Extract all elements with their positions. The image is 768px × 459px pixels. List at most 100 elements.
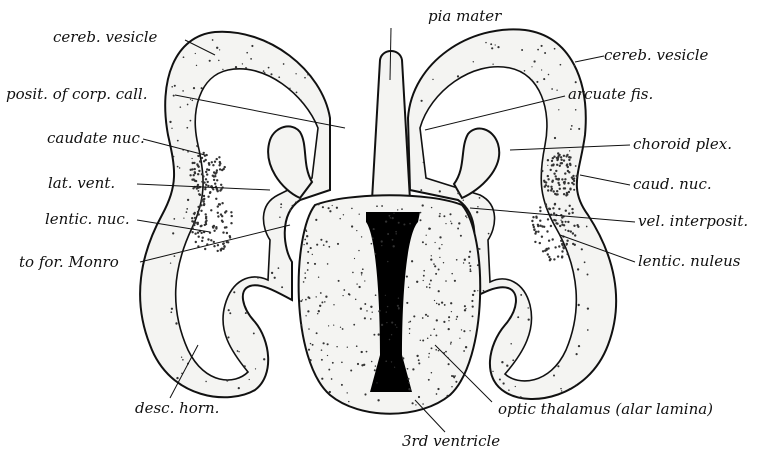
stipple-dot bbox=[336, 207, 338, 209]
nucleus-dot bbox=[230, 211, 232, 213]
nucleus-dot bbox=[212, 164, 214, 166]
nucleus-dot bbox=[547, 247, 549, 249]
stipple-dot bbox=[303, 281, 305, 283]
nucleus-dot bbox=[221, 169, 223, 171]
stipple-dot bbox=[233, 291, 235, 293]
stipple-dot bbox=[450, 302, 452, 304]
stipple-dot bbox=[578, 128, 580, 130]
nucleus-dot bbox=[561, 216, 563, 218]
nucleus-dot bbox=[539, 225, 541, 227]
stipple-dot bbox=[429, 283, 431, 285]
nucleus-dot bbox=[551, 160, 553, 162]
nucleus-dot bbox=[194, 217, 196, 219]
stipple-dot bbox=[403, 223, 405, 225]
stipple-dot bbox=[436, 319, 438, 321]
nucleus-dot bbox=[537, 231, 539, 233]
stipple-dot bbox=[295, 73, 296, 74]
nucleus-dot bbox=[552, 180, 554, 182]
stipple-dot bbox=[171, 86, 173, 88]
nucleus-dot bbox=[539, 220, 541, 222]
stipple-dot bbox=[328, 325, 329, 326]
stipple-dot bbox=[289, 88, 290, 89]
stipple-dot bbox=[190, 120, 192, 122]
nucleus-dot bbox=[197, 206, 199, 208]
stipple-dot bbox=[386, 311, 387, 312]
nucleus-dot bbox=[217, 205, 219, 207]
nucleus-dot bbox=[567, 182, 569, 184]
stipple-dot bbox=[578, 304, 580, 306]
stipple-dot bbox=[448, 316, 450, 318]
stipple-dot bbox=[219, 49, 220, 50]
stipple-dot bbox=[394, 367, 395, 368]
stipple-dot bbox=[361, 274, 362, 275]
stipple-dot bbox=[171, 308, 173, 310]
stipple-dot bbox=[441, 301, 443, 303]
nucleus-dot bbox=[211, 161, 213, 163]
stipple-dot bbox=[281, 286, 283, 288]
stipple-dot bbox=[333, 304, 334, 305]
stipple-dot bbox=[301, 100, 302, 101]
stipple-dot bbox=[416, 281, 418, 283]
stipple-dot bbox=[576, 353, 578, 355]
stipple-dot bbox=[407, 378, 409, 380]
stipple-dot bbox=[244, 365, 246, 367]
nucleus-dot bbox=[550, 189, 552, 191]
nucleus-dot bbox=[217, 190, 219, 192]
nucleus-dot bbox=[205, 213, 207, 215]
stipple-dot bbox=[321, 359, 323, 361]
stipple-dot bbox=[387, 261, 388, 262]
stipple-dot bbox=[381, 205, 383, 207]
nucleus-dot bbox=[568, 171, 570, 173]
nucleus-dot bbox=[542, 250, 544, 252]
stipple-dot bbox=[377, 399, 379, 401]
stipple-dot bbox=[531, 79, 533, 81]
stipple-dot bbox=[321, 378, 323, 380]
stipple-dot bbox=[433, 328, 435, 330]
stipple-dot bbox=[586, 226, 588, 228]
stipple-dot bbox=[560, 388, 562, 390]
nucleus-dot bbox=[198, 170, 200, 172]
nucleus-dot bbox=[214, 161, 216, 163]
stipple-dot bbox=[226, 380, 228, 382]
nucleus-dot bbox=[193, 162, 195, 164]
stipple-dot bbox=[364, 303, 366, 305]
stipple-dot bbox=[173, 218, 175, 220]
nucleus-dot bbox=[215, 198, 217, 200]
nucleus-dot bbox=[568, 159, 570, 161]
stipple-dot bbox=[477, 290, 478, 291]
stipple-dot bbox=[358, 286, 360, 288]
nucleus-dot bbox=[574, 234, 576, 236]
nucleus-dot bbox=[569, 205, 571, 207]
stipple-dot bbox=[501, 361, 503, 363]
stipple-dot bbox=[521, 49, 523, 51]
stipple-dot bbox=[280, 207, 282, 209]
stipple-dot bbox=[186, 127, 188, 129]
stipple-dot bbox=[271, 272, 273, 274]
stipple-dot bbox=[337, 243, 339, 245]
stipple-dot bbox=[439, 257, 440, 258]
stipple-dot bbox=[435, 334, 437, 336]
stipple-dot bbox=[451, 273, 453, 275]
nucleus-dot bbox=[549, 208, 551, 210]
nucleus-dot bbox=[214, 173, 216, 175]
label-pia-mater: pia mater bbox=[428, 7, 502, 25]
nucleus-dot bbox=[212, 226, 214, 228]
nucleus-dot bbox=[222, 248, 224, 250]
stipple-dot bbox=[389, 339, 391, 341]
stipple-dot bbox=[458, 222, 460, 224]
nucleus-dot bbox=[550, 186, 552, 188]
stipple-dot bbox=[242, 63, 243, 64]
nucleus-dot bbox=[553, 190, 555, 192]
nucleus-dot bbox=[201, 240, 203, 242]
stipple-dot bbox=[569, 150, 570, 151]
stipple-dot bbox=[541, 45, 543, 47]
stipple-dot bbox=[444, 304, 446, 306]
stipple-dot bbox=[408, 287, 409, 288]
nucleus-dot bbox=[195, 180, 197, 182]
stipple-dot bbox=[420, 219, 422, 221]
nucleus-dot bbox=[550, 225, 552, 227]
stipple-dot bbox=[302, 299, 303, 300]
stipple-dot bbox=[391, 361, 392, 362]
stipple-dot bbox=[468, 262, 470, 264]
